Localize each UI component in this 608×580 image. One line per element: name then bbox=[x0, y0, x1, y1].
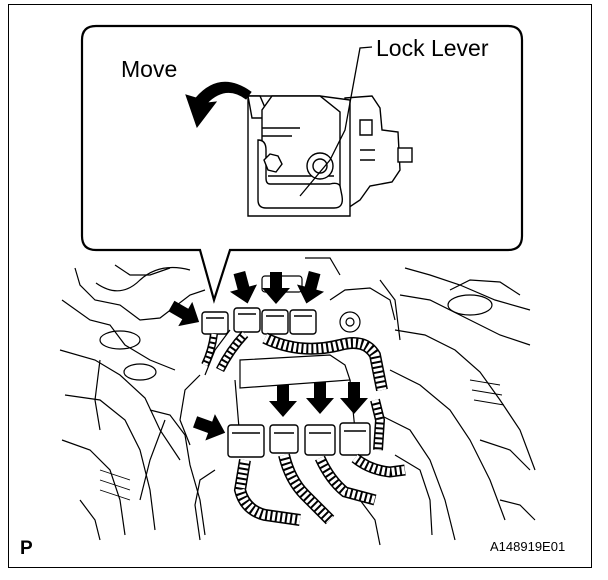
move-label: Move bbox=[121, 56, 178, 82]
lower-connector-4 bbox=[339, 422, 371, 456]
lower-connector-1 bbox=[227, 424, 265, 458]
down-arrow-icon bbox=[190, 408, 230, 446]
down-arrow-icon bbox=[292, 268, 329, 308]
upper-connector-2 bbox=[233, 307, 261, 333]
down-arrow-icon bbox=[340, 382, 368, 414]
down-arrow-icon bbox=[262, 272, 290, 304]
figure-code: A148919E01 bbox=[490, 539, 566, 554]
figure-frame bbox=[8, 4, 592, 568]
upper-connector-row bbox=[201, 307, 317, 335]
down-arrow-icon bbox=[225, 268, 262, 308]
down-arrow-icon bbox=[269, 385, 297, 417]
lower-connector-row bbox=[227, 422, 371, 458]
upper-connector-4 bbox=[289, 309, 317, 335]
lock-lever-label: Lock Lever bbox=[376, 35, 489, 61]
engine-background bbox=[59, 257, 536, 546]
panel-letter: P bbox=[20, 538, 33, 559]
upper-connector-1 bbox=[201, 311, 229, 335]
lock-lever-connector bbox=[247, 95, 413, 217]
upper-wire-harness bbox=[201, 330, 388, 392]
down-arrow-icon bbox=[306, 382, 334, 414]
lock-lever-leader-line bbox=[299, 46, 373, 197]
curved-arrow-counterclockwise bbox=[185, 81, 252, 129]
lower-wire-harness bbox=[233, 398, 406, 526]
lower-connector-2 bbox=[269, 424, 299, 454]
down-arrow-icon bbox=[164, 293, 207, 335]
upper-connector-3 bbox=[261, 309, 289, 335]
lower-connector-3 bbox=[304, 424, 336, 456]
